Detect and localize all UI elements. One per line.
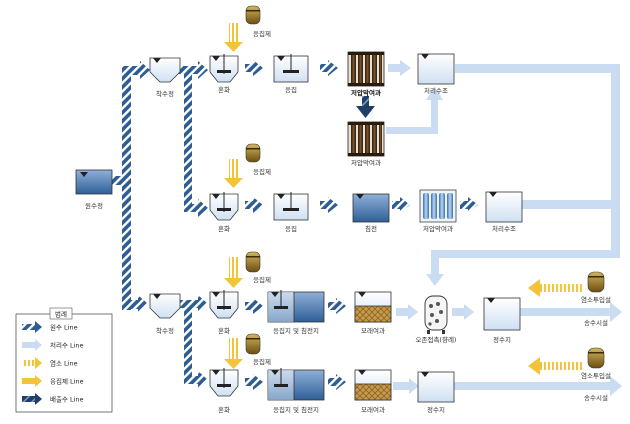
legend-label-treated: 처리수 Line	[50, 341, 84, 350]
sand-filter-label-1: 모래여과	[361, 326, 385, 335]
lp-membrane-filter-2	[347, 121, 385, 157]
ozone-contactor	[424, 295, 448, 334]
raw-water-lines	[112, 61, 208, 389]
floc-settling-label-2: 응집지 및 침전지	[273, 405, 319, 414]
sand-filter-label-2: 모래여과	[361, 405, 385, 414]
raw-water-well-label: 원수정	[85, 201, 103, 210]
coagulant-label-2: 응집제	[253, 168, 271, 176]
clear-water-tank-2	[417, 371, 455, 403]
receiving-tank-top-label: 착수정	[156, 89, 174, 98]
legend-label-discharge: 배출수 Line	[50, 395, 84, 404]
legend-label-raw: 원수 Line	[50, 323, 78, 332]
legend-raw-water-icon	[22, 321, 42, 333]
chlorine-label-2: 염소투입설	[581, 372, 611, 380]
legend-label-coagulant: 응집제 Line	[50, 378, 84, 386]
receiving-tank-bottom-label: 착수정	[156, 326, 174, 335]
chlorine-label-1: 염소투입설	[581, 296, 611, 304]
receiving-tank-top	[149, 57, 181, 83]
ozone-label: 오존접촉(향례)	[416, 335, 457, 344]
coagulant-label-4: 응집제	[253, 358, 271, 366]
clear-water-label-2: 정수지	[427, 405, 445, 414]
legend-coagulant-icon	[22, 375, 42, 387]
treated-tank-1	[417, 53, 455, 85]
lp-filter-label-2: 저압막여과	[351, 158, 381, 167]
clear-water-tank-1	[483, 297, 521, 331]
lp-filter-label-3: 저압막여과	[423, 224, 453, 233]
receiving-tank-bottom	[149, 293, 181, 319]
supply-label-2: 송수시설	[584, 394, 608, 402]
legend-discharge-icon	[22, 393, 42, 405]
coagulant-label-3: 응집제	[253, 276, 271, 284]
coag-label-1: 혼화	[218, 85, 230, 94]
treated-water-lines	[386, 60, 622, 396]
coag-label-3: 혼화	[218, 326, 230, 335]
sand-filter-1	[354, 291, 392, 323]
floc-settling-tank-1	[267, 290, 325, 323]
floc-settling-label-1: 응집지 및 침전지	[273, 326, 319, 335]
legend-label-chlorine: 염소 Line	[50, 360, 78, 368]
settling-label: 침전	[365, 224, 377, 233]
supply-label-1: 송수시설	[584, 319, 608, 327]
sand-filter-2	[354, 369, 392, 401]
coag-label-2: 혼화	[218, 224, 230, 233]
raw-water-well	[75, 169, 113, 195]
treated-tank-label-1: 처리수조	[424, 86, 448, 95]
coagulant-lines	[224, 23, 584, 375]
coag-label-4: 혼화	[218, 405, 230, 414]
flocculation-tanks	[273, 54, 309, 221]
legend: 범례 원수 Line 처리수 Line 염소 Line 응집제 Line 배출수…	[15, 307, 113, 413]
rapid-mix-tanks	[209, 54, 239, 397]
discharge-arrow	[356, 96, 375, 118]
legend-chlorine-icon	[22, 357, 42, 369]
lp-membrane-filter-1	[347, 51, 385, 87]
coagulant-label-1: 응집제	[253, 30, 271, 38]
lp-filter-label-1: 저압막여과	[351, 88, 381, 97]
legend-title: 범례	[55, 310, 67, 319]
floc-label-1: 응집	[285, 86, 297, 94]
treated-tank-label-2: 처리수조	[492, 224, 516, 233]
floc-settling-tank-2	[267, 368, 325, 401]
floc-label-2: 응집	[285, 225, 297, 233]
treated-tank-2	[485, 191, 523, 223]
clear-water-label-1: 정수지	[493, 335, 511, 344]
process-arrows	[245, 60, 478, 390]
chemical-drums	[245, 5, 605, 369]
legend-treated-water-icon	[22, 339, 42, 351]
settling-tank	[352, 193, 390, 223]
lp-membrane-filter-3	[419, 189, 457, 223]
